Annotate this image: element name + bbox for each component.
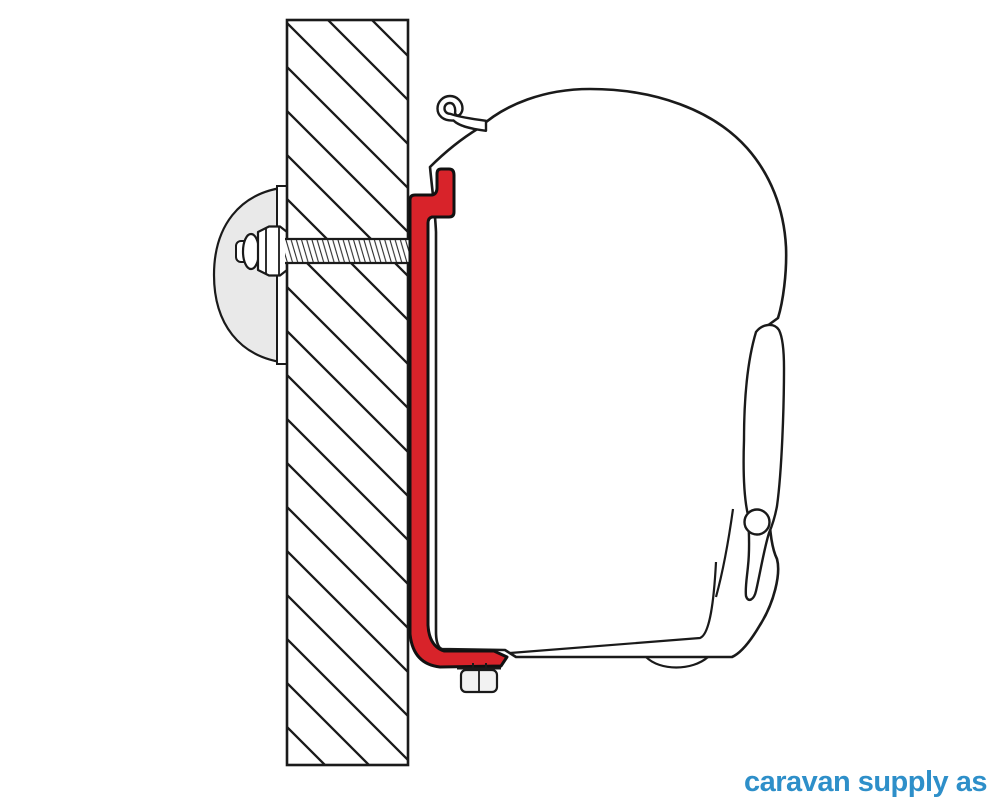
- wall-cross-section: [285, 18, 410, 767]
- wall-hatch: [287, 20, 408, 765]
- bolt-hex-head: [256, 225, 289, 277]
- rod-borders: [285, 237, 412, 265]
- case-inner-bottom-line: [509, 561, 718, 655]
- front-lead-rail: [742, 323, 786, 602]
- rod-thread-hatch: [285, 239, 412, 263]
- roller-tube-arc: [645, 656, 709, 669]
- threaded-rod: [285, 237, 412, 265]
- red-adapter-bracket: [408, 167, 509, 669]
- wall-border: [285, 18, 410, 767]
- nut-washer-line: [457, 663, 501, 670]
- lead-rail-channel-hole: [743, 508, 771, 536]
- brand-text: caravan supply as: [744, 766, 987, 798]
- rain-guard-hook: [436, 94, 488, 132]
- awning-case-body: [428, 87, 788, 659]
- case-front-edge-line: [714, 508, 735, 598]
- bracket-clamp-nut: [457, 663, 501, 694]
- bolt-hex-facet-lines: [265, 227, 280, 275]
- awning-case-profile: [428, 87, 788, 669]
- bolt-washer-flange: [241, 232, 261, 271]
